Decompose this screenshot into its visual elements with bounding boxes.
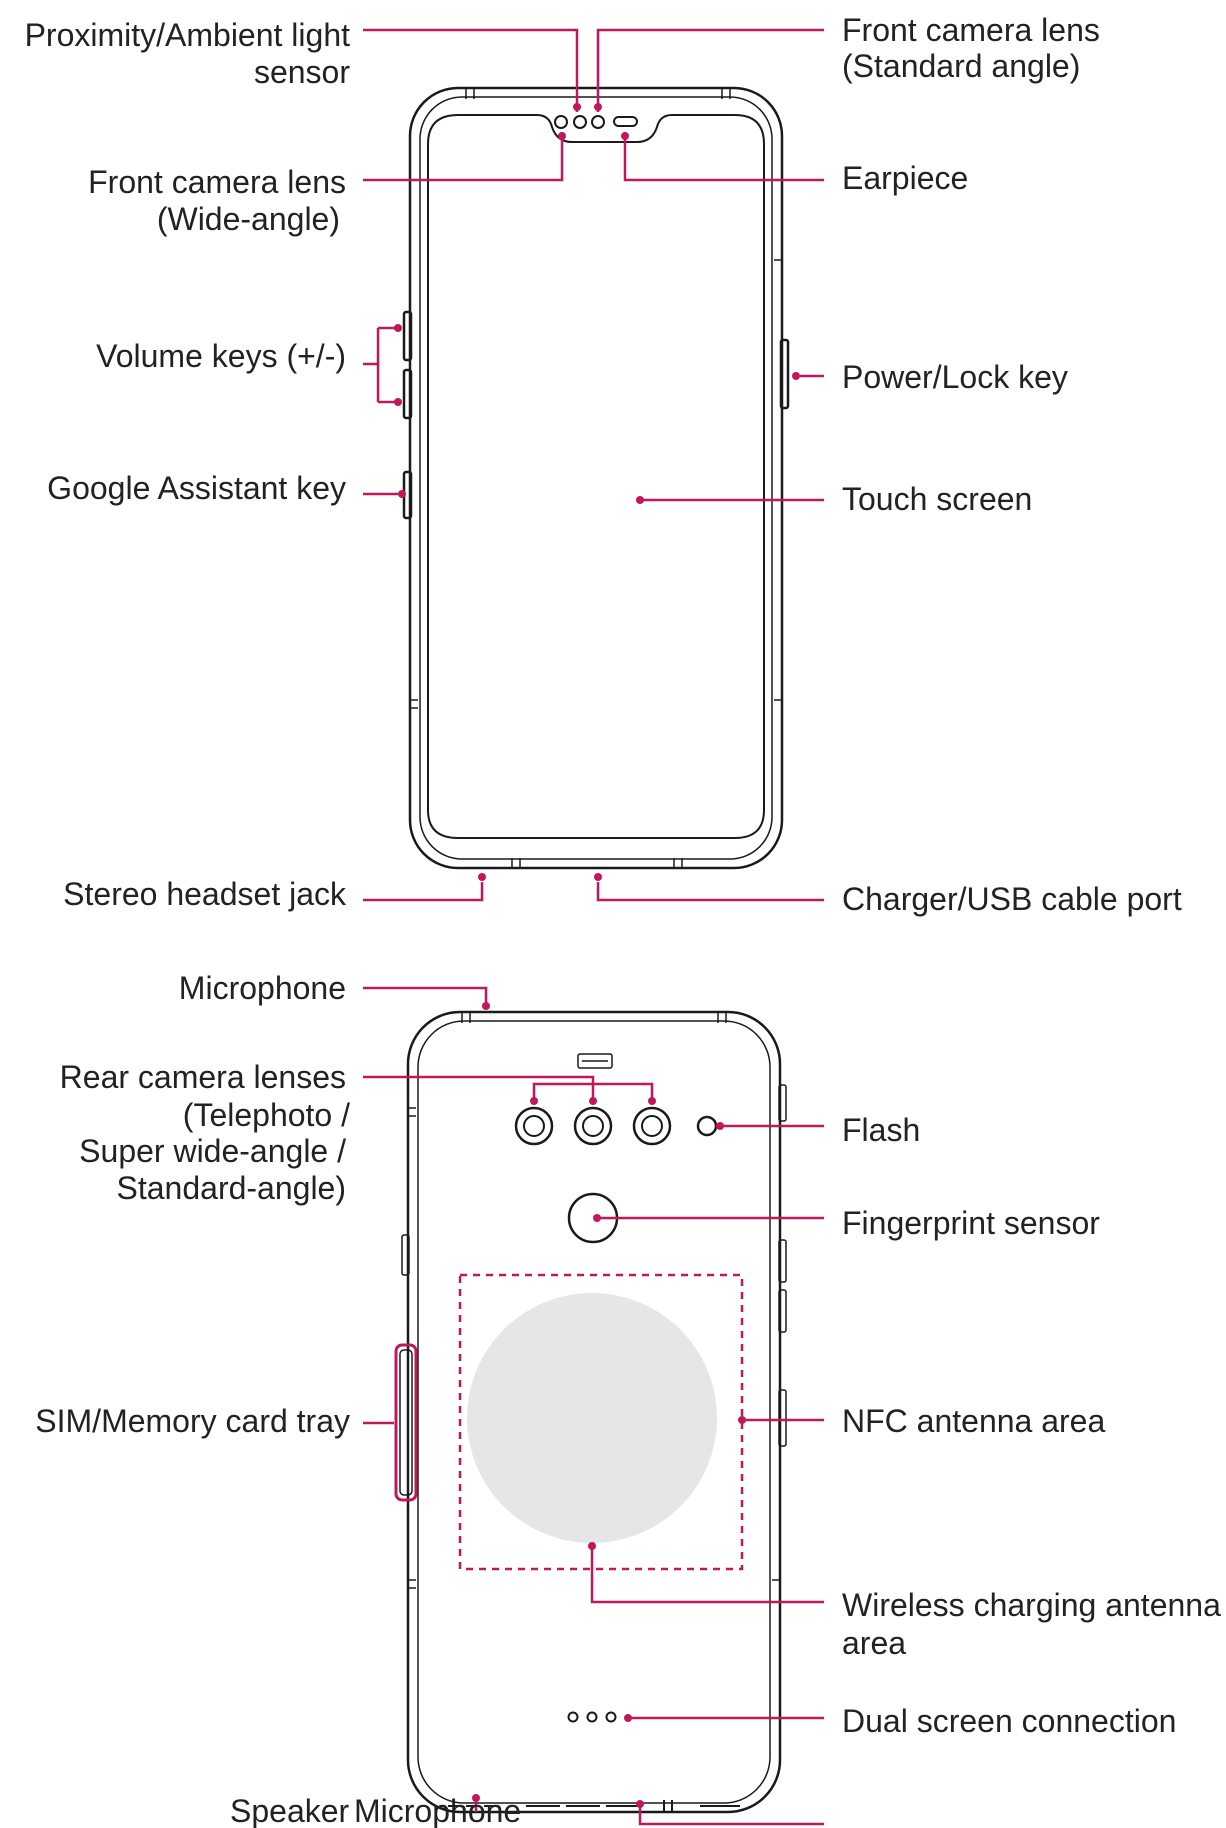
label-sim-tray: SIM/Memory card tray xyxy=(35,1403,350,1439)
label-rear-cameras-line4: Standard-angle) xyxy=(117,1170,346,1206)
front-screen-outline xyxy=(427,114,765,839)
label-front-camera-standard-line1: Front camera lens xyxy=(842,12,1100,48)
rear-labels: Microphone Rear camera lenses (Telephoto… xyxy=(35,970,1221,1828)
rear-camera-telephoto-icon xyxy=(514,1106,554,1146)
rear-camera-standard-icon xyxy=(632,1106,672,1146)
front-body-outline xyxy=(408,86,784,870)
label-fingerprint: Fingerprint sensor xyxy=(842,1205,1100,1241)
leader-proximity-sensor xyxy=(363,28,579,112)
leader-front-camera-wide xyxy=(363,132,564,182)
rear-camera-super-wide-icon xyxy=(573,1106,613,1146)
label-touch-screen: Touch screen xyxy=(842,481,1032,517)
label-wireless-charging-line1: Wireless charging antenna xyxy=(842,1587,1221,1623)
label-assistant-key: Google Assistant key xyxy=(47,470,346,506)
label-nfc: NFC antenna area xyxy=(842,1403,1105,1439)
leader-microphone-bottom xyxy=(638,1806,824,1826)
label-headset-jack: Stereo headset jack xyxy=(63,876,347,912)
label-proximity-sensor-line1: Proximity/Ambient light xyxy=(25,17,351,53)
front-body-inner-edge xyxy=(419,96,773,860)
leader-earpiece xyxy=(623,132,824,182)
label-earpiece: Earpiece xyxy=(842,160,968,196)
label-dual-screen: Dual screen connection xyxy=(842,1703,1176,1739)
front-leader-lines xyxy=(363,28,824,902)
label-speaker: Speaker xyxy=(230,1793,350,1828)
wireless-charging-area xyxy=(467,1293,717,1543)
leader-microphone-top xyxy=(363,986,488,1004)
earpiece-icon xyxy=(613,116,638,127)
volume-up-button-shape xyxy=(402,310,413,362)
leader-headset-jack xyxy=(363,882,484,902)
front-leader-dots xyxy=(394,103,800,881)
label-microphone-bottom: Microphone xyxy=(354,1793,521,1828)
leader-rear-cameras xyxy=(363,1075,595,1098)
label-volume-keys: Volume keys (+/-) xyxy=(96,338,346,374)
rear-body-inner-edge xyxy=(417,1020,771,1804)
rear-phone xyxy=(394,1010,787,1814)
dual-screen-connection-icon xyxy=(567,1711,617,1723)
label-rear-cameras-line1: Rear camera lenses xyxy=(60,1059,346,1095)
label-rear-cameras-line2: (Telephoto / xyxy=(183,1097,350,1133)
label-rear-cameras-line3: Super wide-angle / xyxy=(79,1133,346,1169)
front-standard-camera-icon xyxy=(591,115,605,129)
rear-leader-dots xyxy=(472,1002,746,1808)
rear-leader-lines xyxy=(363,986,824,1826)
sim-tray-outline xyxy=(394,1343,418,1502)
leader-volume-keys xyxy=(363,326,398,404)
front-labels: Proximity/Ambient light sensor Front cam… xyxy=(25,12,1182,917)
label-flash: Flash xyxy=(842,1112,920,1148)
leader-front-camera-standard xyxy=(596,28,824,112)
flash-icon xyxy=(696,1115,718,1137)
front-wide-camera-icon xyxy=(573,115,587,129)
leader-rear-cameras-bracket xyxy=(532,1082,654,1098)
label-front-camera-wide-line1: Front camera lens xyxy=(88,164,346,200)
label-front-camera-wide-line2: (Wide-angle) xyxy=(157,201,340,237)
front-sensor-icon xyxy=(554,115,568,129)
label-power-key: Power/Lock key xyxy=(842,359,1068,395)
label-charger-port: Charger/USB cable port xyxy=(842,881,1182,917)
logo-icon xyxy=(577,1053,613,1069)
rear-antenna-areas xyxy=(458,1273,744,1571)
label-proximity-sensor-line2: sensor xyxy=(254,54,350,90)
label-wireless-charging-line2: area xyxy=(842,1625,906,1661)
label-microphone-top: Microphone xyxy=(179,970,346,1006)
label-front-camera-standard-line2: (Standard angle) xyxy=(842,48,1080,84)
rear-body-outline xyxy=(406,1010,782,1814)
volume-down-button-shape xyxy=(402,368,413,420)
leader-wireless-charging xyxy=(590,1548,824,1604)
leader-charger-port xyxy=(596,882,824,902)
power-button-shape xyxy=(779,338,790,410)
front-phone xyxy=(402,86,790,870)
